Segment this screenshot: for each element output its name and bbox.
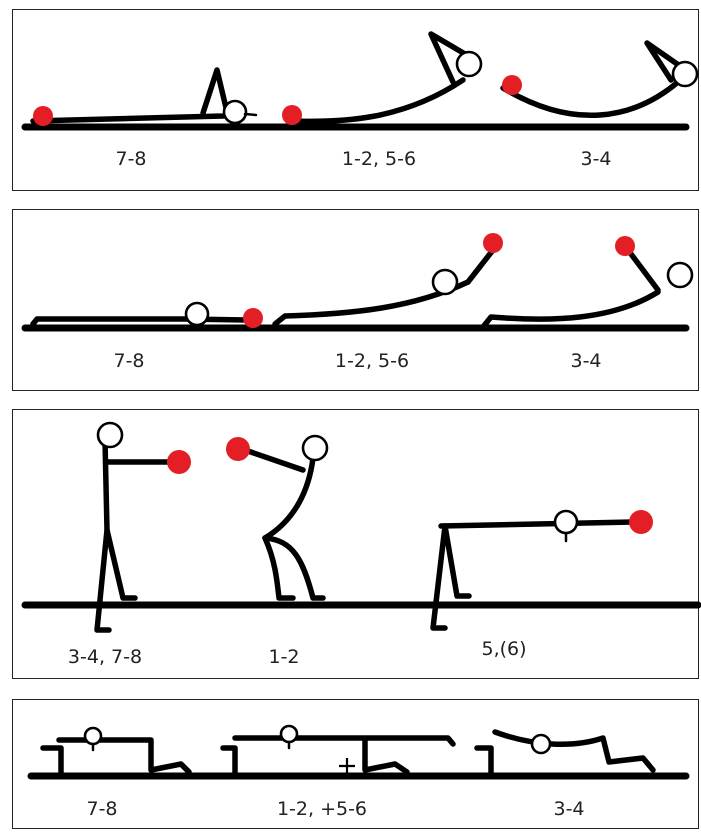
caption-3: 3-4 <box>570 350 601 372</box>
caption-3: 3-4 <box>580 148 611 170</box>
figure-lunge <box>433 510 653 628</box>
ball-figure-1 <box>243 308 263 328</box>
exercise-panel-4: 7-8 1-2, +5-6 3-4 <box>12 699 699 829</box>
caption-2: 1-2, 5-6 <box>335 350 409 372</box>
caption-1: 7-8 <box>115 148 146 170</box>
ball-figure-3 <box>615 236 635 256</box>
ball-figure-1 <box>33 106 53 126</box>
caption-2: 1-2, +5-6 <box>277 798 367 820</box>
caption-1: 3-4, 7-8 <box>68 646 142 668</box>
caption-2: 1-2 <box>268 646 299 668</box>
caption-3: 3-4 <box>553 798 584 820</box>
exercise-panel-1: 7-8 1-2, 5-6 3-4 <box>12 9 699 191</box>
ball-figure-3 <box>629 510 653 534</box>
figure-prone-flat <box>33 303 263 328</box>
figure-legs-raised <box>282 34 481 125</box>
figure-prone-lifted <box>275 233 503 324</box>
panel-3-drawing <box>13 410 700 680</box>
figure-squat <box>226 436 327 598</box>
ball-figure-1 <box>167 450 191 474</box>
ball-figure-3 <box>502 75 522 95</box>
exercise-panel-3: 3-4, 7-8 1-2 5,(6) <box>12 409 699 679</box>
figure-plank-3 <box>477 732 653 774</box>
figure-prone-arched <box>483 236 692 327</box>
figure-plank-1 <box>43 728 189 774</box>
plus-mark <box>339 758 355 774</box>
caption-2: 1-2, 5-6 <box>342 148 416 170</box>
figure-lying-flat <box>33 70 256 126</box>
figure-plank-2 <box>223 726 453 774</box>
ball-figure-2 <box>282 105 302 125</box>
caption-1: 7-8 <box>86 798 117 820</box>
ball-figure-2 <box>483 233 503 253</box>
caption-3: 5,(6) <box>481 638 526 660</box>
caption-1: 7-8 <box>113 350 144 372</box>
figure-arched <box>502 43 697 115</box>
figure-standing <box>97 423 191 630</box>
ball-figure-2 <box>226 437 250 461</box>
exercise-panel-2: 7-8 1-2, 5-6 3-4 <box>12 209 699 391</box>
